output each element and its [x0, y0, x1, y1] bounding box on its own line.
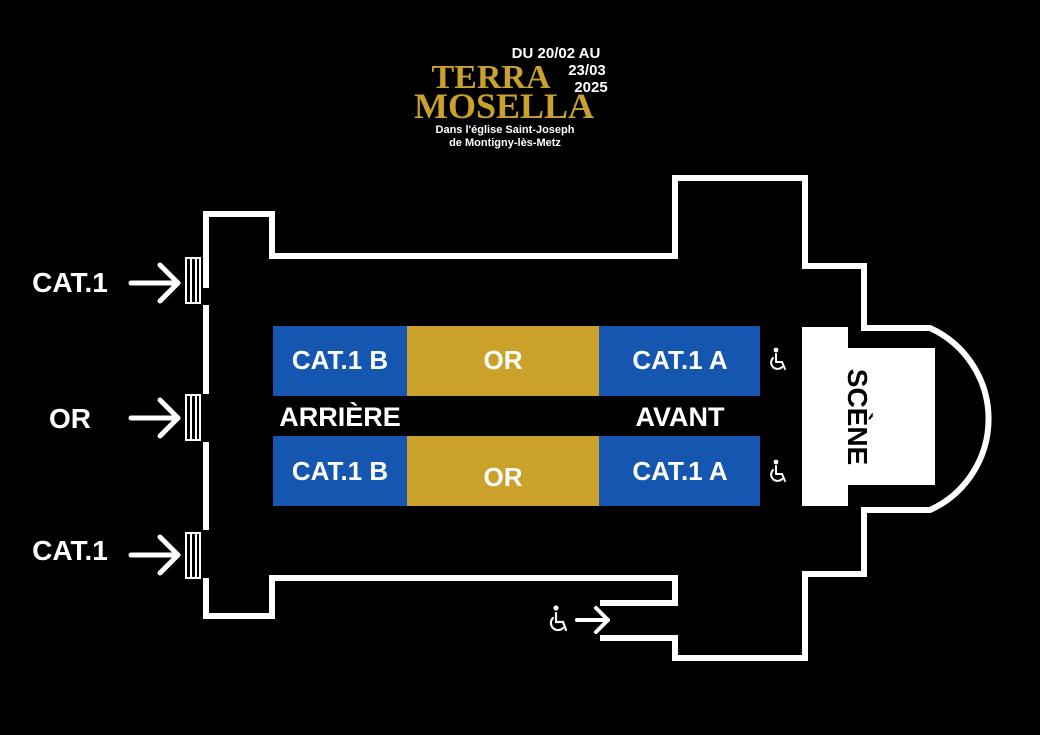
venue-line-2: de Montigny-lès-Metz — [449, 137, 561, 149]
entrance-top[interactable]: CAT.1 — [32, 262, 181, 304]
stage: SCÈNE — [802, 327, 935, 506]
entrance-label: OR — [49, 403, 91, 434]
seat-block-label: CAT.1 A — [632, 345, 728, 375]
seat-block-label: CAT.1 B — [292, 456, 388, 486]
date-line-1: DU 20/02 AU — [512, 45, 601, 62]
wheelchair-icon — [770, 347, 786, 370]
entrance-middle[interactable]: OR — [49, 397, 181, 439]
wheelchair-icon — [770, 459, 786, 482]
entrance-label: CAT.1 — [32, 267, 108, 298]
entrance-bottom[interactable]: CAT.1 — [32, 534, 181, 576]
front-label: AVANT — [636, 402, 725, 432]
seat-block-bottom-cat1a[interactable] — [599, 436, 760, 506]
stage-area — [802, 327, 935, 506]
entrance-label: CAT.1 — [32, 535, 108, 566]
logo-title-line-1: TERRA — [431, 59, 550, 96]
event-logo: DU 20/02 AU 23/03 2025 TERRA MOSELLA Dan… — [414, 45, 608, 149]
seat-block-top-cat1a[interactable] — [599, 326, 760, 396]
date-line-3: 2025 — [574, 79, 607, 96]
arrow-right-icon — [128, 534, 181, 576]
seat-block-top-or[interactable] — [407, 326, 599, 396]
arrow-right-icon — [575, 606, 610, 634]
seat-block-bottom-or[interactable] — [407, 436, 599, 506]
seat-block-label: OR — [484, 462, 523, 492]
seating-top-row: CAT.1 B OR CAT.1 A — [273, 326, 760, 396]
door-west-top[interactable] — [185, 257, 201, 304]
church-outline — [203, 175, 992, 661]
arrow-right-icon — [128, 262, 181, 304]
accessible-entrance[interactable] — [549, 605, 610, 634]
seat-block-top-cat1b[interactable] — [273, 326, 407, 396]
seat-block-bottom-cat1b[interactable] — [273, 436, 407, 506]
seat-block-label: OR — [484, 345, 523, 375]
door-west-middle[interactable] — [185, 394, 201, 441]
outline-south-wall — [203, 575, 678, 619]
outline-north-wall — [203, 175, 992, 661]
date-line-2: 23/03 — [568, 62, 606, 79]
rear-label: ARRIÈRE — [279, 401, 401, 432]
door-west-bottom[interactable] — [185, 532, 201, 579]
seat-block-label: CAT.1 B — [292, 345, 388, 375]
logo-title-line-2: MOSELLA — [414, 86, 594, 126]
wheelchair-icon — [549, 605, 568, 632]
stage-label: SCÈNE — [842, 369, 873, 465]
seating-bottom-row: CAT.1 B OR CAT.1 A — [273, 436, 760, 506]
venue-line-1: Dans l'église Saint-Joseph — [436, 124, 575, 136]
arrow-right-icon — [128, 397, 181, 439]
seat-block-label: CAT.1 A — [632, 456, 728, 486]
